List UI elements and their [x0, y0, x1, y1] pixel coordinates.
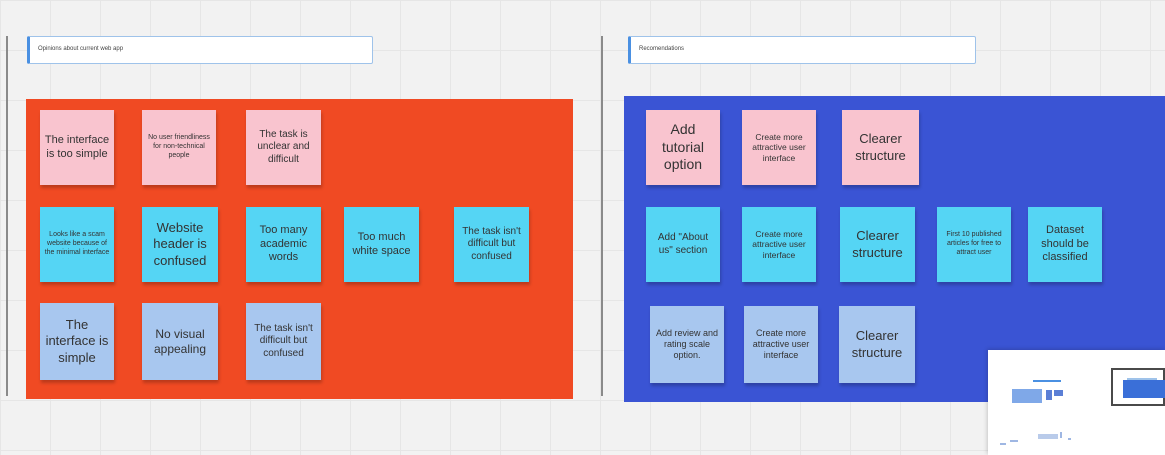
sticky-note[interactable]: No user friendliness for non-technical p… — [142, 110, 216, 185]
sticky-note[interactable]: No visual appealing — [142, 303, 218, 380]
left-frame-divider — [6, 36, 8, 396]
sticky-note[interactable]: The interface is too simple — [40, 110, 114, 185]
sticky-note[interactable]: Create more attractive user interface — [742, 207, 816, 282]
sticky-note[interactable]: Create more attractive user interface — [744, 306, 818, 383]
sticky-note[interactable]: Dataset should be classified — [1028, 207, 1102, 282]
sticky-note[interactable]: Too much white space — [344, 207, 419, 282]
sticky-note[interactable]: Create more attractive user interface — [742, 110, 816, 185]
sticky-note[interactable]: Too many academic words — [246, 207, 321, 282]
sticky-note[interactable]: Website header is confused — [142, 207, 218, 282]
minimap-board-preview — [1012, 389, 1042, 403]
minimap-element-preview — [1010, 440, 1018, 442]
sticky-note[interactable]: Add review and rating scale option. — [650, 306, 724, 383]
minimap-viewport-content — [1123, 380, 1165, 398]
sticky-note[interactable]: The task isn't difficult but confused — [454, 207, 529, 282]
minimap-element-preview — [1068, 438, 1071, 440]
sticky-note[interactable]: Add tutorial option — [646, 110, 720, 185]
minimap-viewport-content — [1127, 378, 1157, 380]
sticky-note[interactable]: Clearer structure — [839, 306, 915, 383]
minimap-element-preview — [1000, 443, 1006, 445]
sticky-note[interactable]: The interface is simple — [40, 303, 114, 380]
right-section-title[interactable]: Recomendations — [628, 36, 976, 64]
left-section-title[interactable]: Opinions about current web app — [27, 36, 373, 64]
sticky-note[interactable]: Clearer structure — [840, 207, 915, 282]
sticky-note[interactable]: Clearer structure — [842, 110, 919, 185]
right-frame-divider — [601, 36, 603, 396]
minimap-element-preview — [1038, 434, 1058, 439]
minimap-title-line — [1033, 380, 1061, 382]
sticky-note[interactable]: First 10 published articles for free to … — [937, 207, 1011, 282]
minimap[interactable] — [988, 350, 1165, 455]
sticky-note[interactable]: The task is unclear and difficult — [246, 110, 321, 185]
minimap-viewport[interactable] — [1111, 368, 1165, 406]
sticky-note[interactable]: Looks like a scam website because of the… — [40, 207, 114, 282]
minimap-board-preview — [1046, 390, 1052, 400]
sticky-note[interactable]: Add "About us" section — [646, 207, 720, 282]
sticky-note[interactable]: The task isn't difficult but confused — [246, 303, 321, 380]
minimap-element-preview — [1060, 432, 1062, 438]
minimap-board-preview — [1054, 390, 1063, 396]
